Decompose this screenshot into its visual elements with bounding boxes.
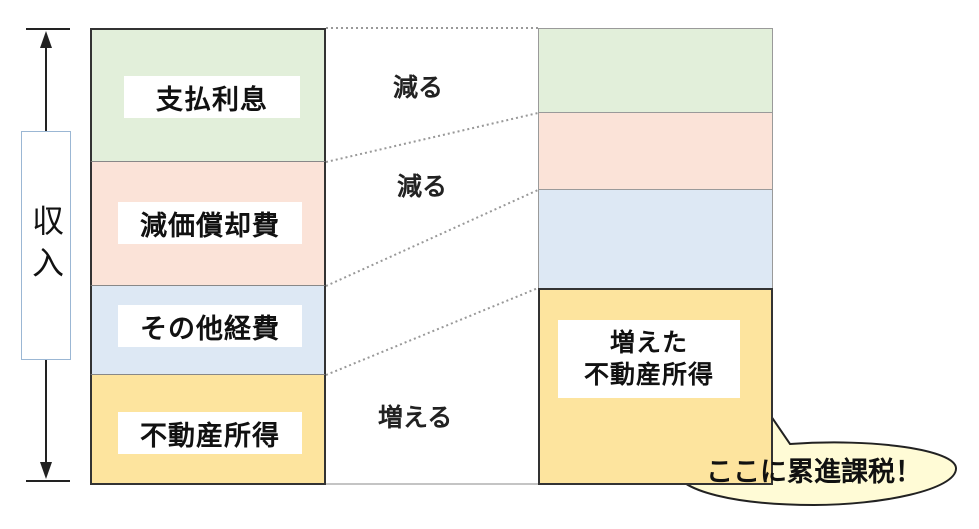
income-arrow-up-head (40, 31, 52, 48)
label-increased-income: 増えた 不動産所得 (558, 320, 740, 398)
label-increased-income-line1: 増えた (609, 328, 688, 357)
income-label: 収入 (27, 203, 65, 288)
right-segment-interest (538, 28, 773, 113)
label-interest: 支払利息 (124, 76, 300, 118)
income-label-box: 収入 (21, 131, 71, 360)
change-income: 増える (378, 403, 453, 432)
label-depreciation: 減価償却費 (118, 202, 302, 244)
label-real-estate-income: 不動産所得 (118, 412, 302, 454)
callout-text: ここに累進課税！ (706, 456, 922, 488)
change-depreciation: 減る (397, 172, 448, 201)
change-interest: 減る (393, 73, 444, 102)
connector-lines (325, 27, 539, 376)
right-segment-depreciation (538, 113, 773, 190)
label-other-expenses: その他経費 (118, 305, 302, 347)
label-increased-income-line2: 不動産所得 (583, 360, 714, 389)
right-segment-other-expenses (538, 190, 773, 288)
income-arrow-down-head (40, 462, 52, 479)
